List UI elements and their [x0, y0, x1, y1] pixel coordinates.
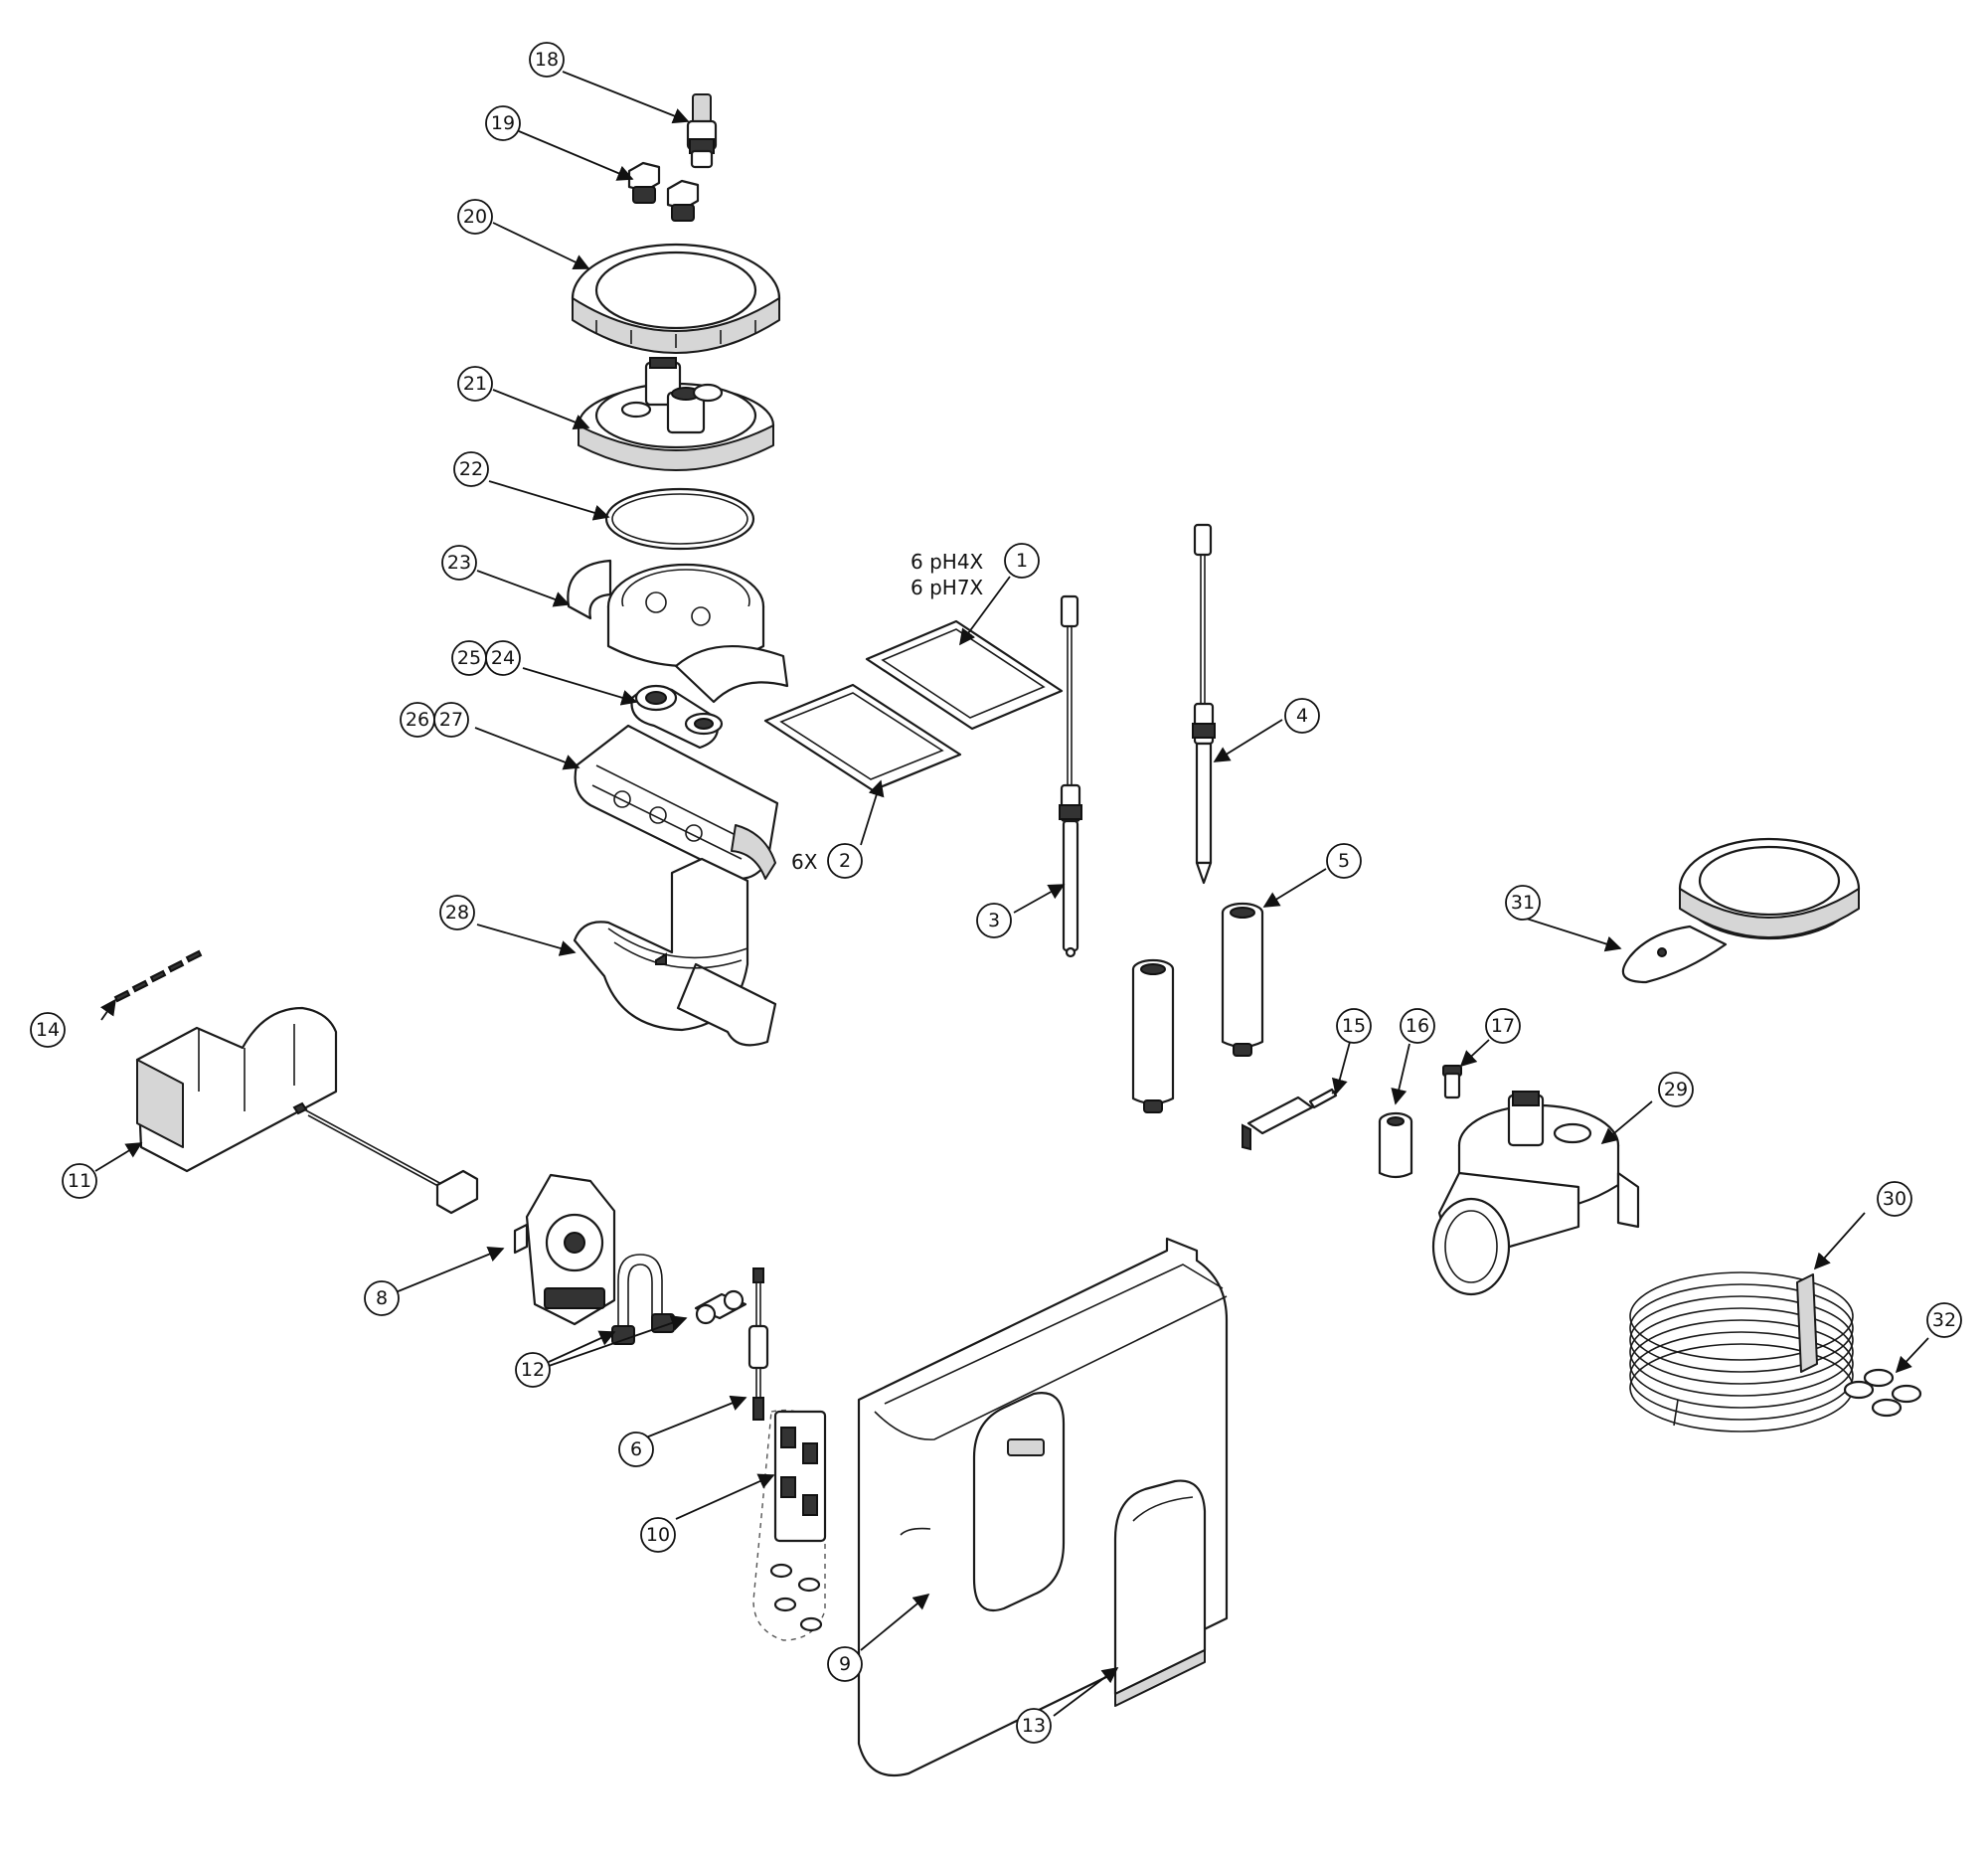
part-19-plugs [627, 161, 700, 222]
callout-3: 3 [976, 903, 1012, 938]
callout-25-label: 25 [457, 647, 481, 669]
part-26-27-half-shell [574, 724, 779, 880]
part-1-calibration-sachet [865, 619, 1064, 731]
note-ph7: 6 pH7X [911, 576, 984, 599]
leader-lines [94, 71, 1929, 1717]
part-20-lock-ring [571, 243, 781, 354]
callout-15: 15 [1336, 1008, 1372, 1044]
callout-17-label: 17 [1491, 1015, 1515, 1037]
callout-16-label: 16 [1406, 1015, 1429, 1037]
note-6x: 6X [791, 850, 818, 874]
callout-15-label: 15 [1342, 1015, 1366, 1037]
callout-1-label: 1 [1016, 550, 1028, 572]
callout-5-label: 5 [1338, 850, 1350, 872]
callout-26-label: 26 [406, 709, 429, 731]
callout-16: 16 [1400, 1008, 1435, 1044]
callout-23: 23 [441, 545, 477, 581]
part-2-sachet [763, 683, 962, 792]
part-30-coiled-tubing [1629, 1271, 1854, 1433]
callout-21: 21 [457, 366, 493, 402]
callout-23-label: 23 [447, 552, 471, 574]
callout-21-label: 21 [463, 373, 487, 395]
part-12-tubing-and-connectors [611, 1254, 747, 1345]
callout-25: 25 [451, 640, 487, 676]
part-18-fitting [686, 93, 718, 169]
callout-27: 27 [433, 702, 469, 738]
part-4-probe [1192, 523, 1216, 885]
part-6-injection-valve [747, 1267, 769, 1421]
callout-30: 30 [1877, 1181, 1912, 1217]
callout-3-label: 3 [988, 910, 1000, 931]
callout-22-label: 22 [459, 458, 483, 480]
callout-13-label: 13 [1022, 1715, 1046, 1737]
callout-13: 13 [1016, 1708, 1052, 1744]
part-28-elbow-housing [573, 857, 777, 1047]
callout-27-label: 27 [439, 709, 463, 731]
callout-12-label: 12 [521, 1359, 545, 1381]
part-17-small-fitting [1442, 1065, 1462, 1099]
callout-14: 14 [30, 1012, 66, 1048]
callout-5: 5 [1326, 843, 1362, 879]
part-15-sensor [1242, 1083, 1345, 1151]
callout-8-label: 8 [376, 1287, 388, 1309]
callout-29: 29 [1658, 1072, 1694, 1107]
callout-31-label: 31 [1511, 892, 1535, 914]
note-ph4: 6 pH4X [911, 550, 984, 574]
callout-4: 4 [1284, 698, 1320, 734]
part-13-front-cover [1113, 1479, 1207, 1707]
callout-24: 24 [485, 640, 521, 676]
callout-10-label: 10 [646, 1524, 670, 1546]
callout-22: 22 [453, 451, 489, 487]
callout-17: 17 [1485, 1008, 1521, 1044]
part-23-upper-housing [567, 559, 789, 704]
callout-9-label: 9 [839, 1653, 851, 1675]
part-16-spacer [1378, 1111, 1413, 1179]
callout-2: 2 [827, 843, 863, 879]
part-29-valve [1431, 1091, 1640, 1296]
part-21-cap [577, 357, 775, 471]
callout-14-label: 14 [36, 1019, 60, 1041]
callout-19-label: 19 [491, 112, 515, 134]
part-5-storage-tubes [1131, 902, 1264, 1113]
callout-32: 32 [1926, 1302, 1962, 1338]
callout-11-label: 11 [68, 1170, 91, 1192]
callout-32-label: 32 [1932, 1309, 1956, 1331]
callout-18: 18 [529, 42, 565, 78]
part-10-circuit-board [752, 1410, 827, 1641]
part-11-pump-cover [135, 1006, 338, 1173]
callout-26: 26 [400, 702, 435, 738]
callout-19: 19 [485, 105, 521, 141]
part-31-wrench [1621, 837, 1861, 984]
callout-6: 6 [618, 1432, 654, 1467]
part-22-o-ring [604, 487, 755, 551]
callout-30-label: 30 [1883, 1188, 1906, 1210]
callout-31: 31 [1505, 885, 1541, 921]
callout-12: 12 [515, 1352, 551, 1388]
callout-6-label: 6 [630, 1438, 642, 1460]
callout-11: 11 [62, 1163, 97, 1199]
callout-2-label: 2 [839, 850, 851, 872]
callout-24-label: 24 [491, 647, 515, 669]
callout-10: 10 [640, 1517, 676, 1553]
callout-28: 28 [439, 895, 475, 930]
callout-20: 20 [457, 199, 493, 235]
part-8-pump-head [292, 1101, 616, 1326]
callout-9: 9 [827, 1646, 863, 1682]
part-24-25-bushing [630, 684, 724, 750]
part-14-screws [113, 949, 203, 1003]
callout-28-label: 28 [445, 902, 469, 924]
callout-20-label: 20 [463, 206, 487, 228]
callout-1: 1 [1004, 543, 1040, 579]
callout-29-label: 29 [1664, 1079, 1688, 1100]
callout-4-label: 4 [1296, 705, 1308, 727]
part-32-o-rings [1843, 1368, 1922, 1418]
callout-18-label: 18 [535, 49, 559, 71]
callout-8: 8 [364, 1280, 400, 1316]
part-3-probe [1059, 594, 1082, 958]
